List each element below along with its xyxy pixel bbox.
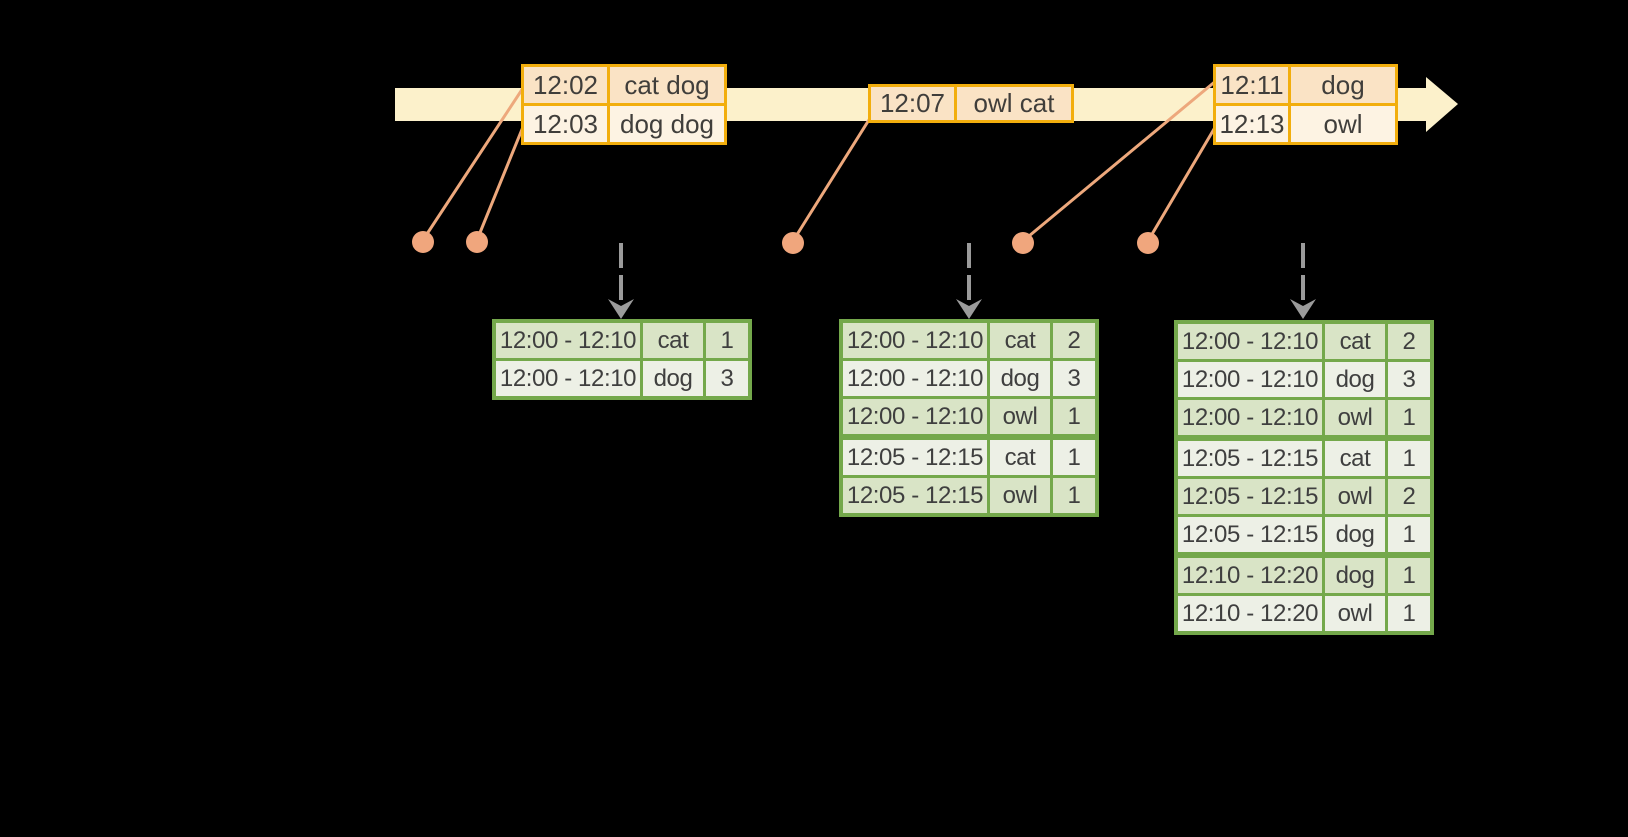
word-cell: owl <box>1325 596 1385 631</box>
count-cell: 1 <box>706 323 748 358</box>
window-cell: 12:00 - 12:10 <box>1178 400 1322 435</box>
words-cell: owl <box>1291 106 1395 142</box>
window-cell: 12:00 - 12:10 <box>496 361 640 396</box>
event-connector-line <box>1021 78 1219 243</box>
event-connector-lines <box>421 78 1219 243</box>
event-connector-line <box>421 83 527 242</box>
word-cell: dog <box>1325 362 1385 397</box>
event-time-dot <box>412 231 434 253</box>
window-cell: 12:00 - 12:10 <box>1178 362 1322 397</box>
trigger-arrowhead-icon <box>956 299 982 319</box>
window-cell: 12:05 - 12:15 <box>1178 517 1322 552</box>
window-cell: 12:00 - 12:10 <box>843 399 987 434</box>
event-time-dots <box>412 231 1159 254</box>
event-time-dot <box>1137 232 1159 254</box>
count-cell: 1 <box>1053 440 1095 475</box>
trigger-arrowhead-icon <box>608 299 634 319</box>
word-cell: cat <box>1325 441 1385 476</box>
window-cell: 12:10 - 12:20 <box>1178 558 1322 593</box>
count-cell: 1 <box>1388 441 1430 476</box>
word-cell: dog <box>643 361 703 396</box>
count-cell: 1 <box>1053 399 1095 434</box>
event-time-dot <box>1012 232 1034 254</box>
words-cell: owl cat <box>957 87 1071 120</box>
event-connector-line <box>791 113 874 243</box>
word-cell: cat <box>990 323 1050 358</box>
count-cell: 1 <box>1053 478 1095 513</box>
event-connector-line <box>475 120 527 242</box>
count-cell: 3 <box>1388 362 1430 397</box>
word-cell: owl <box>990 399 1050 434</box>
count-cell: 2 <box>1053 323 1095 358</box>
count-cell: 3 <box>1053 361 1095 396</box>
count-cell: 3 <box>706 361 748 396</box>
time-cell: 12:11 <box>1216 67 1288 103</box>
word-cell: owl <box>990 478 1050 513</box>
trigger-arrows <box>619 243 1305 301</box>
count-cell: 1 <box>1388 517 1430 552</box>
window-cell: 12:10 - 12:20 <box>1178 596 1322 631</box>
words-cell: cat dog <box>610 67 724 103</box>
trigger-arrowheads <box>608 299 1316 319</box>
event-time-dot <box>782 232 804 254</box>
word-cell: owl <box>1325 479 1385 514</box>
time-cell: 12:02 <box>524 67 607 103</box>
window-cell: 12:00 - 12:10 <box>496 323 640 358</box>
count-cell: 1 <box>1388 596 1430 631</box>
event-connector-line <box>1146 122 1219 243</box>
word-cell: cat <box>643 323 703 358</box>
word-cell: dog <box>1325 517 1385 552</box>
words-cell: dog dog <box>610 106 724 142</box>
timeline-arrowhead-icon <box>1426 77 1458 132</box>
event-time-dot <box>466 231 488 253</box>
window-cell: 12:05 - 12:15 <box>843 478 987 513</box>
count-cell: 1 <box>1388 400 1430 435</box>
count-cell: 2 <box>1388 479 1430 514</box>
window-cell: 12:00 - 12:10 <box>1178 324 1322 359</box>
count-cell: 1 <box>1388 558 1430 593</box>
word-cell: cat <box>1325 324 1385 359</box>
time-cell: 12:03 <box>524 106 607 142</box>
time-cell: 12:13 <box>1216 106 1288 142</box>
window-cell: 12:05 - 12:15 <box>843 440 987 475</box>
window-cell: 12:00 - 12:10 <box>843 361 987 396</box>
window-cell: 12:00 - 12:10 <box>843 323 987 358</box>
word-cell: dog <box>990 361 1050 396</box>
count-cell: 2 <box>1388 324 1430 359</box>
word-cell: dog <box>1325 558 1385 593</box>
word-cell: owl <box>1325 400 1385 435</box>
time-cell: 12:07 <box>871 87 954 120</box>
word-cell: cat <box>990 440 1050 475</box>
trigger-arrowhead-icon <box>1290 299 1316 319</box>
window-cell: 12:05 - 12:15 <box>1178 441 1322 476</box>
words-cell: dog <box>1291 67 1395 103</box>
window-cell: 12:05 - 12:15 <box>1178 479 1322 514</box>
